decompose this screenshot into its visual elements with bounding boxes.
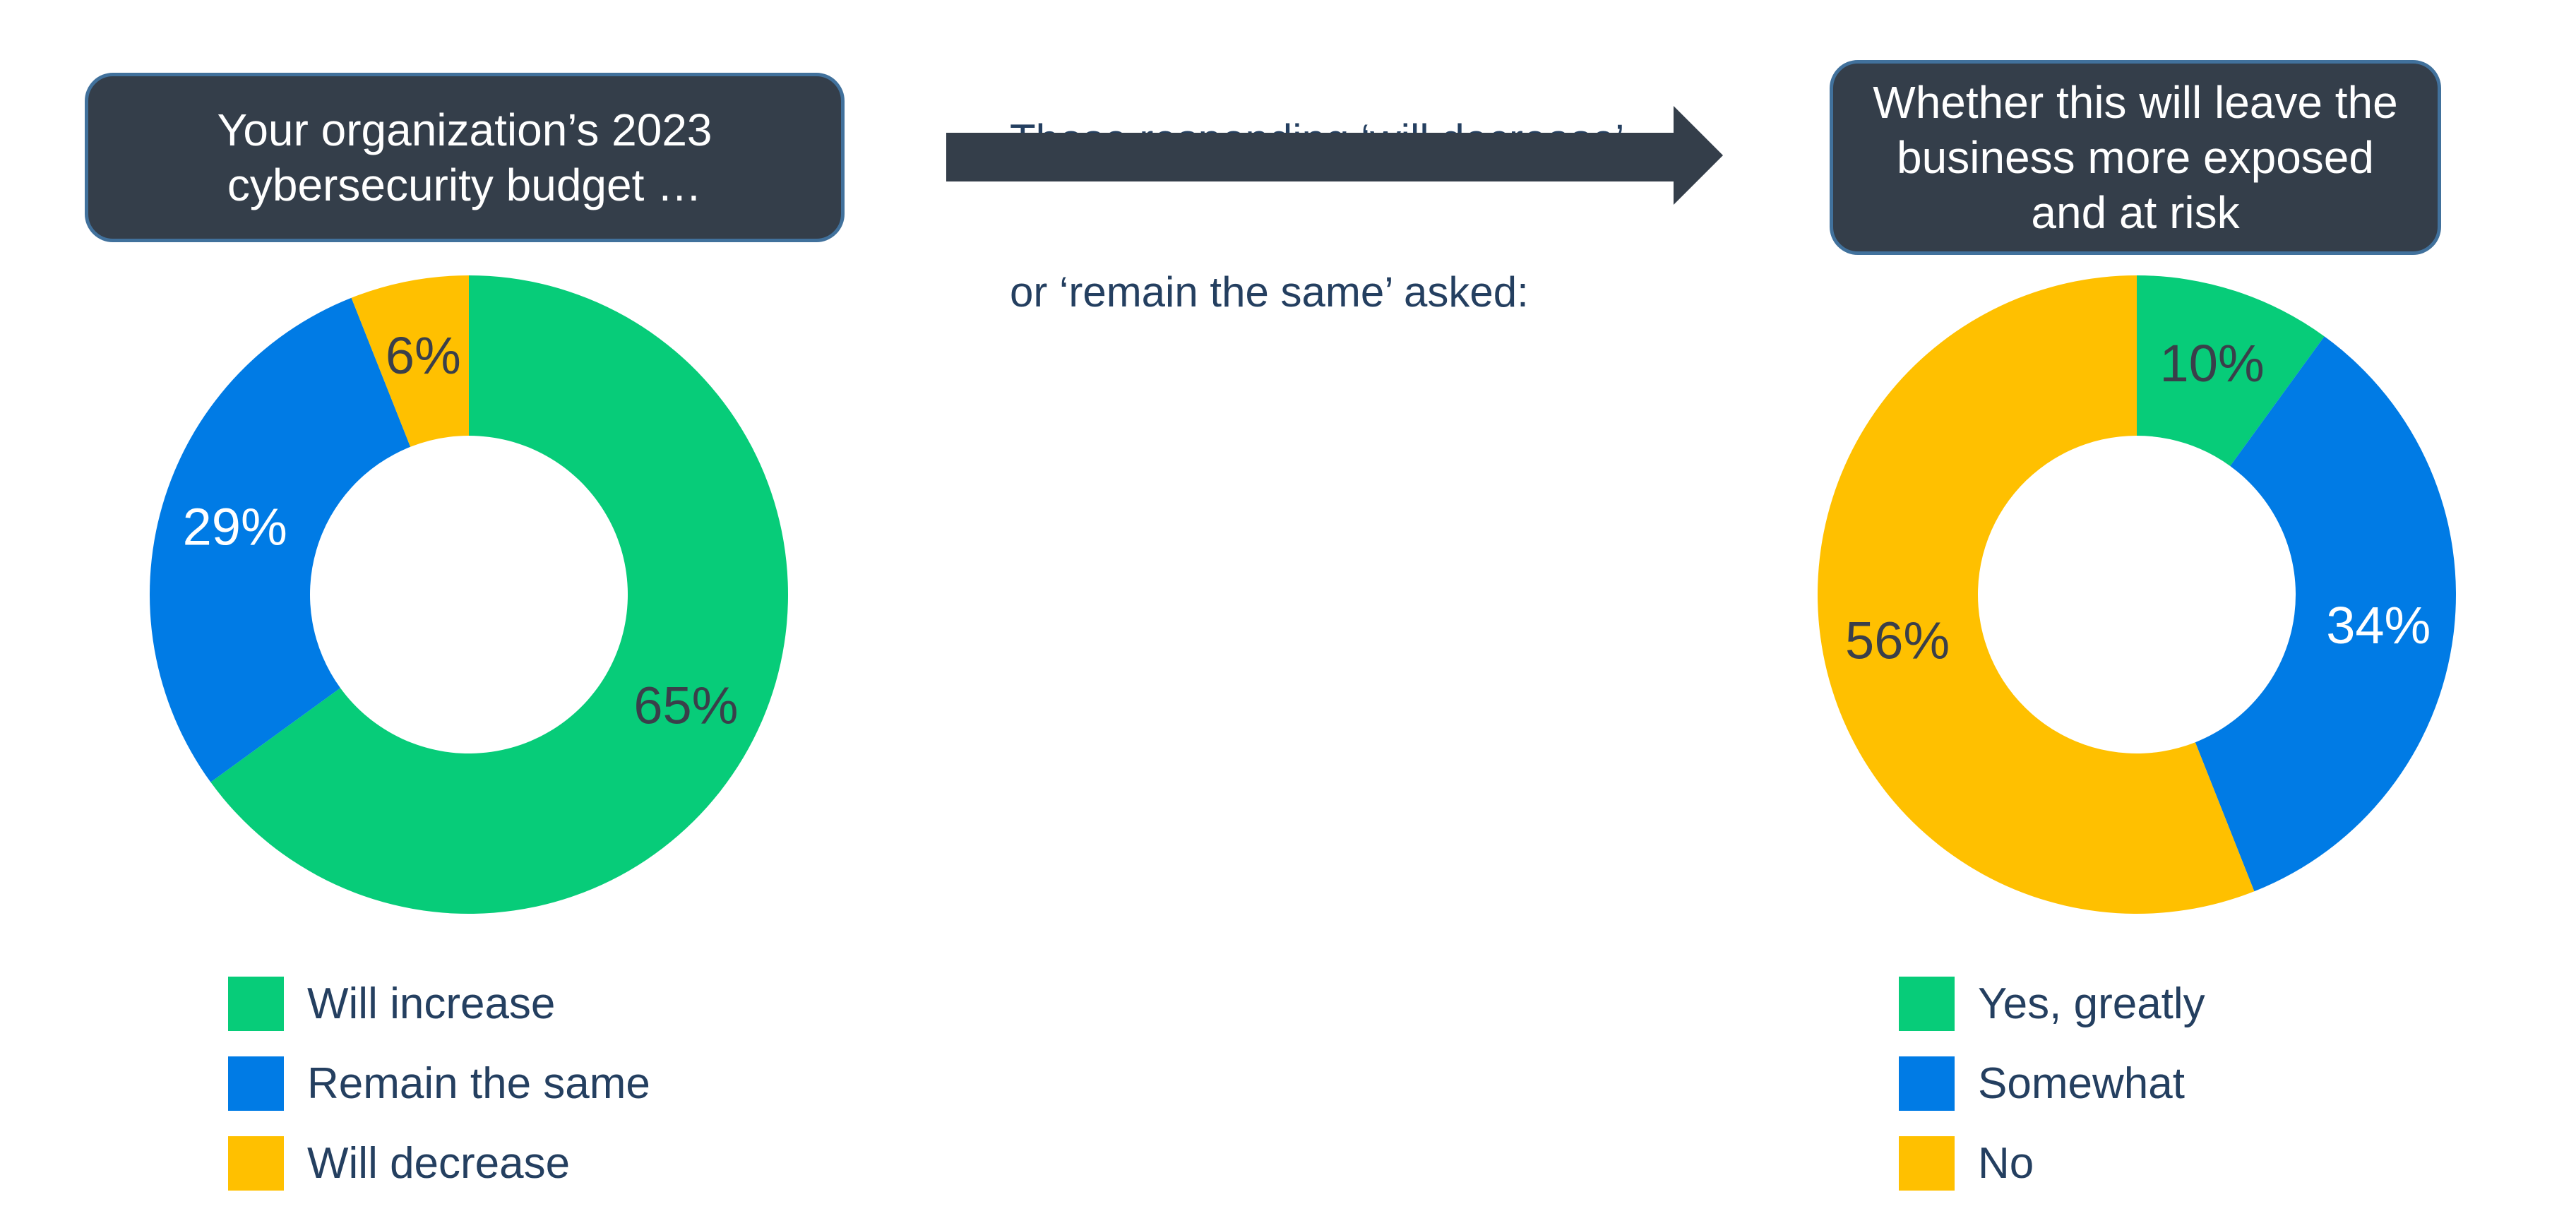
donut-slice-no: [1818, 275, 2255, 914]
data-label-yes-greatly: 10%: [2160, 334, 2265, 393]
legend-swatch-green: [228, 977, 284, 1031]
legend-item-yes-greatly: Yes, greatly: [1899, 977, 2205, 1031]
legend-item-will-increase: Will increase: [228, 977, 650, 1031]
connector-caption: Those responding ‘will decrease’ or ‘rem…: [1010, 13, 1624, 369]
right-title-line-1: Whether this will leave the: [1873, 77, 2398, 128]
legend-label: Remain the same: [307, 1059, 650, 1108]
budget-donut-chart: 65% 29% 6%: [150, 275, 788, 914]
left-title-line-2: cybersecurity budget …: [227, 160, 703, 210]
donut-slice-will-increase: [210, 275, 788, 914]
data-label-will-increase: 65%: [633, 676, 738, 735]
legend-item-remain-the-same: Remain the same: [228, 1056, 650, 1111]
legend-swatch-yellow: [228, 1136, 284, 1191]
legend-label: Somewhat: [1978, 1059, 2185, 1108]
right-arrow-icon: [946, 106, 1723, 205]
risk-donut-chart: 10% 34% 56%: [1818, 275, 2456, 914]
donut-slice-remain-the-same: [150, 297, 411, 782]
left-chart-title-box: Your organization’s 2023 cybersecurity b…: [85, 73, 845, 242]
legend-swatch-yellow: [1899, 1136, 1955, 1191]
legend-swatch-blue: [1899, 1056, 1955, 1111]
data-label-will-decrease: 6%: [386, 326, 461, 385]
arrow-shape: [946, 106, 1723, 205]
legend-swatch-green: [1899, 977, 1955, 1031]
data-label-somewhat: 34%: [2326, 596, 2431, 655]
left-title-line-1: Your organization’s 2023: [217, 105, 712, 155]
donut-slice-yes-greatly: [2137, 275, 2325, 466]
risk-legend: Yes, greatly Somewhat No: [1899, 977, 2205, 1216]
budget-legend: Will increase Remain the same Will decre…: [228, 977, 650, 1216]
right-title-line-3: and at risk: [2031, 187, 2240, 238]
legend-label: Yes, greatly: [1978, 979, 2205, 1028]
legend-label: Will increase: [307, 979, 556, 1028]
legend-label: No: [1978, 1139, 2034, 1188]
legend-item-no: No: [1899, 1136, 2205, 1191]
legend-swatch-blue: [228, 1056, 284, 1111]
legend-item-somewhat: Somewhat: [1899, 1056, 2205, 1111]
legend-item-will-decrease: Will decrease: [228, 1136, 650, 1191]
data-label-no: 56%: [1845, 612, 1950, 670]
connector-caption-line-2: or ‘remain the same’ asked:: [1010, 268, 1529, 316]
donut-slice-will-decrease: [351, 275, 469, 447]
legend-label: Will decrease: [307, 1139, 571, 1188]
right-title-line-2: business more exposed: [1897, 132, 2374, 183]
right-chart-title-box: Whether this will leave the business mor…: [1830, 60, 2441, 255]
donut-slice-somewhat: [2195, 336, 2456, 892]
data-label-remain-the-same: 29%: [183, 498, 287, 556]
